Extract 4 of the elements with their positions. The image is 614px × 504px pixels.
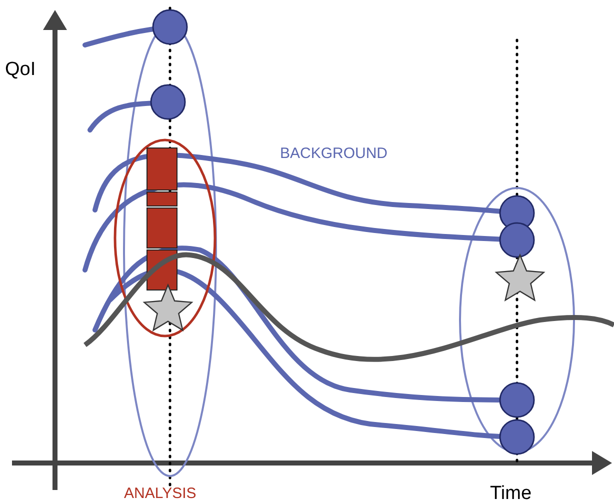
background-label: BACKGROUND bbox=[280, 146, 388, 161]
analysis-label: ANALYSIS bbox=[124, 486, 196, 501]
axis-label: QoI bbox=[5, 60, 36, 79]
axis-label: Time bbox=[490, 484, 532, 503]
